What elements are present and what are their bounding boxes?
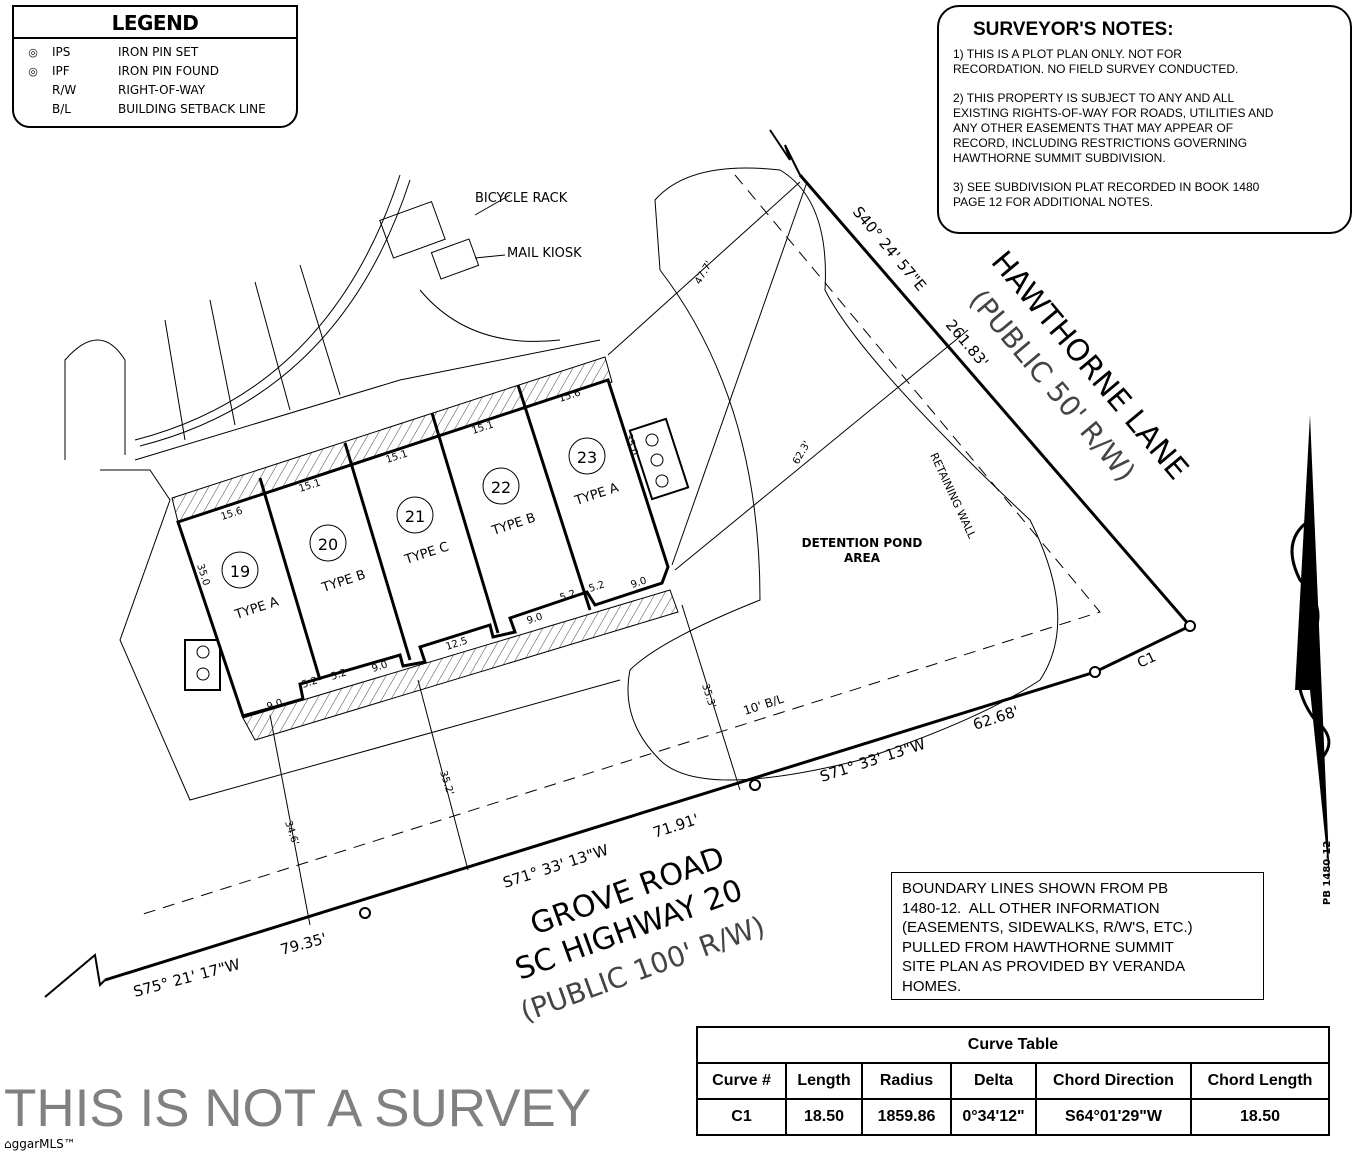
curve-table-title: Curve Table <box>696 1026 1330 1064</box>
circle-icon: ◎ <box>28 46 38 59</box>
meter-bank-right <box>628 417 690 501</box>
not-a-survey-watermark: THIS IS NOT A SURVEY <box>4 1079 592 1138</box>
lot-number: 22 <box>491 478 511 497</box>
house-icon: ⌂ <box>4 1137 12 1151</box>
rear-dimension: 9.0 <box>266 697 285 712</box>
curve-table-header: Curve # Length Radius Delta Chord Direct… <box>696 1062 1330 1100</box>
curve-table-row: C1 18.50 1859.86 0°34'12" S64°01'29"W 18… <box>696 1098 1330 1136</box>
surveyors-notes: SURVEYOR'S NOTES: 1) THIS IS A PLOT PLAN… <box>937 5 1352 234</box>
rear-dimension: 5.2 <box>588 579 607 594</box>
note-item: 2) THIS PROPERTY IS SUBJECT TO ANY AND A… <box>953 91 1274 165</box>
distance-south-3: 79.35' <box>278 929 328 959</box>
lot-number: 20 <box>318 535 338 554</box>
dimension-label: 47.7' <box>693 259 715 286</box>
mail-kiosk-label: MAIL KIOSK <box>507 246 582 261</box>
rear-dimension: 5.2 <box>559 588 578 603</box>
rear-hatch-strip <box>242 589 679 741</box>
boundary-info-note: BOUNDARY LINES SHOWN FROM PB 1480-12. AL… <box>891 872 1264 1000</box>
pond-label-2: AREA <box>844 551 881 565</box>
circle-icon: ◎ <box>28 65 38 78</box>
lot-number: 23 <box>577 448 597 467</box>
note-item: 3) SEE SUBDIVISION PLAT RECORDED IN BOOK… <box>953 180 1260 209</box>
retaining-wall-label: RETAINING WALL <box>927 451 978 542</box>
rear-dimension: 5.2 <box>330 667 349 682</box>
building-outline <box>176 378 670 718</box>
iron-pins <box>359 620 1196 919</box>
front-hatch-strip <box>171 356 613 523</box>
site-features <box>64 167 1101 926</box>
dimension-label: 62.3' <box>791 439 813 466</box>
bearing-south-3: S75° 21' 17"W <box>131 955 242 1001</box>
setback-label: 10' B/L <box>742 692 786 718</box>
dimension-label: 35.3' <box>699 683 717 710</box>
notes-title: SURVEYOR'S NOTES: <box>973 19 1174 40</box>
rear-dimension: 9.0 <box>526 611 545 626</box>
meter-bank-left <box>184 639 221 691</box>
mls-logo-text: ggarMLS™ <box>11 1137 76 1151</box>
dimension-label: 35.2' <box>437 770 455 797</box>
rear-dimension: 5.2 <box>301 675 320 690</box>
note-item: 1) THIS IS A PLOT PLAN ONLY. NOT FOR REC… <box>953 47 1239 76</box>
north-arrow-icon <box>1290 415 1331 885</box>
bearing-east: S40° 24' 57"E <box>849 203 930 294</box>
rear-dimension: 9.0 <box>371 659 390 674</box>
rear-dimension: 9.0 <box>630 575 649 590</box>
dimension-label: 34.6' <box>282 820 300 847</box>
bicycle-rack-label: BICYCLE RACK <box>475 191 568 206</box>
lot-number: 19 <box>230 562 250 581</box>
mls-logo: ⌂ggarMLS™ <box>2 1137 78 1151</box>
distance-south-2: 71.91' <box>651 810 701 842</box>
curve-table: Curve Table Curve # Length Radius Delta … <box>696 1026 1330 1136</box>
legend-title: LEGEND <box>111 11 199 35</box>
curve-label: C1 <box>1135 649 1159 671</box>
plat-reference: PB 1480-12 <box>1322 841 1333 905</box>
pond-label: DETENTION POND <box>802 536 923 550</box>
lot-number: 21 <box>405 507 425 526</box>
